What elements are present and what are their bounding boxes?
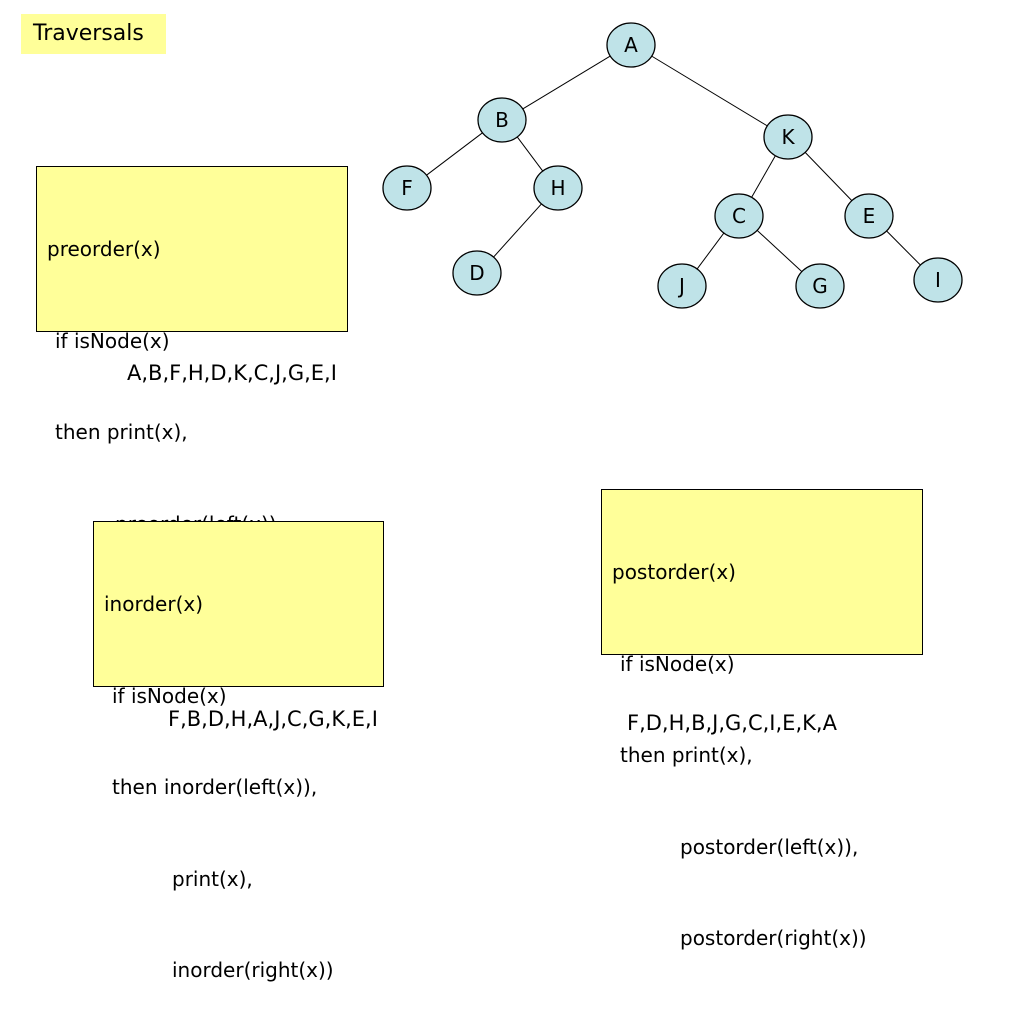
inorder-code-line: inorder(x) xyxy=(104,592,204,616)
tree-edge-e-i xyxy=(886,230,921,266)
tree-edge-c-g xyxy=(756,230,803,272)
tree-node-label: G xyxy=(812,274,828,298)
tree-node-circle xyxy=(657,263,707,309)
tree-node-j: J xyxy=(657,263,707,309)
postorder-code-box: postorder(x) if isNode(x) then print(x),… xyxy=(601,489,923,950)
tree-node-circle xyxy=(452,250,502,296)
slide-title: Traversals xyxy=(21,14,166,54)
inorder-code-line: inorder(right(x)) xyxy=(172,958,334,982)
tree-node-label: E xyxy=(863,204,876,228)
postorder-result: F,D,H,B,J,G,C,I,E,K,A xyxy=(627,711,837,735)
tree-node-label: K xyxy=(781,125,795,149)
tree-node-label: A xyxy=(624,33,638,57)
tree-node-circle xyxy=(763,114,813,160)
tree-node-e: E xyxy=(844,193,894,239)
tree-node-circle xyxy=(477,97,527,143)
tree-node-c: C xyxy=(714,193,764,239)
tree-node-circle xyxy=(714,193,764,239)
tree-node-circle xyxy=(795,263,845,309)
tree-node-circle xyxy=(844,193,894,239)
tree-edge-k-c xyxy=(751,155,776,198)
tree-edge-c-j xyxy=(696,232,725,270)
tree-edge-k-e xyxy=(804,152,853,201)
postorder-code-line: then print(x), xyxy=(620,743,753,767)
tree-node-f: F xyxy=(382,165,432,211)
tree-node-label: H xyxy=(550,176,565,200)
tree-node-circle xyxy=(382,165,432,211)
preorder-code-box: preorder(x) if isNode(x) then print(x), … xyxy=(36,166,348,627)
tree-node-circle xyxy=(606,22,656,68)
tree-node-h: H xyxy=(533,165,583,211)
binary-tree-diagram: A B K F H C E D J G I xyxy=(382,22,963,309)
preorder-code-line: then print(x), xyxy=(55,420,188,444)
tree-node-k: K xyxy=(763,114,813,160)
tree-node-circle xyxy=(533,165,583,211)
tree-edge-a-k xyxy=(651,55,768,127)
inorder-code-line: then inorder(left(x)), xyxy=(112,775,318,799)
tree-node-i: I xyxy=(913,257,963,303)
tree-edge-b-f xyxy=(426,132,483,176)
tree-node-circle xyxy=(913,257,963,303)
tree-edge-b-h xyxy=(516,136,544,172)
tree-node-b: B xyxy=(477,97,527,143)
postorder-code-line: if isNode(x) xyxy=(620,651,735,676)
tree-node-label: C xyxy=(732,204,746,228)
tree-node-label: B xyxy=(495,108,509,132)
inorder-result: F,B,D,H,A,J,C,G,K,E,I xyxy=(168,707,378,731)
tree-node-d: D xyxy=(452,250,502,296)
inorder-code-line: print(x), xyxy=(172,866,253,891)
preorder-code-line: preorder(x) xyxy=(47,237,161,261)
tree-node-label: J xyxy=(677,274,685,298)
tree-node-label: I xyxy=(935,268,941,292)
tree-node-label: F xyxy=(401,176,413,200)
tree-node-a: A xyxy=(606,22,656,68)
inorder-code-box: inorder(x) if isNode(x) then inorder(lef… xyxy=(93,521,384,982)
inorder-code-line: if isNode(x) xyxy=(112,683,227,708)
tree-node-g: G xyxy=(795,263,845,309)
tree-edge-a-b xyxy=(522,55,611,110)
postorder-code-line: postorder(left(x)), xyxy=(680,834,859,859)
preorder-result: A,B,F,H,D,K,C,J,G,E,I xyxy=(127,361,337,385)
tree-edge-h-d xyxy=(493,203,542,258)
postorder-code-line: postorder(right(x)) xyxy=(680,926,867,950)
tree-node-label: D xyxy=(469,261,484,285)
postorder-code-line: postorder(x) xyxy=(612,560,736,584)
preorder-code-line: if isNode(x) xyxy=(55,328,170,353)
